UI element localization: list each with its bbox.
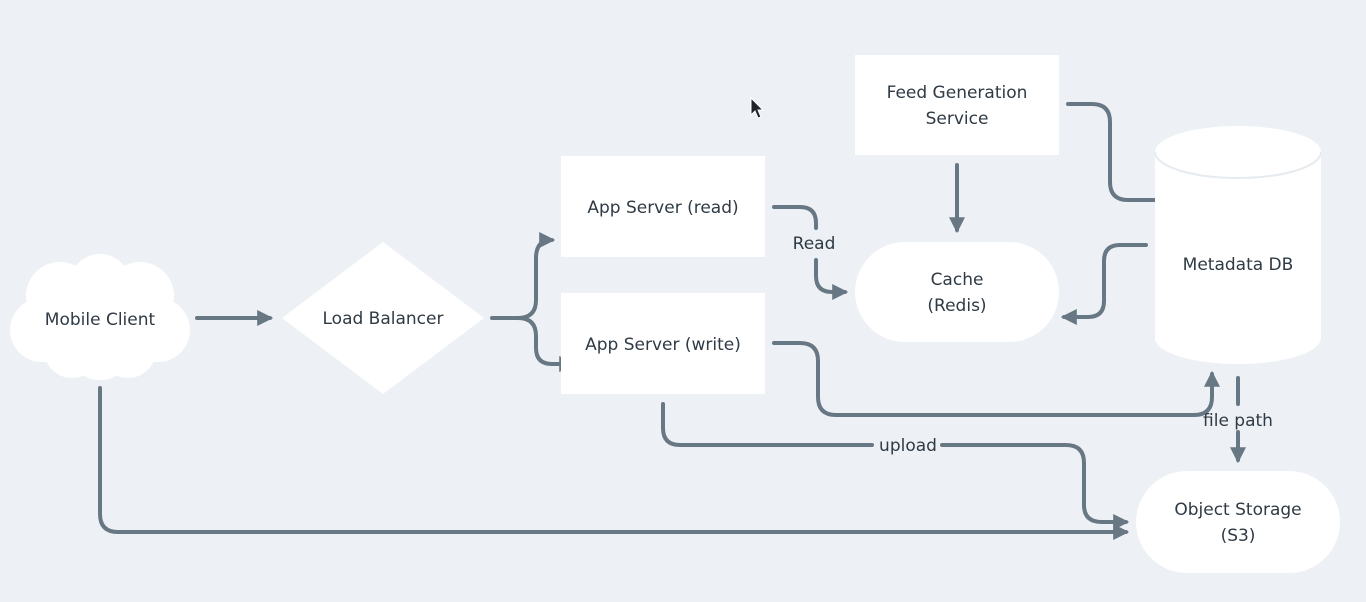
node-object-storage: Object Storage (S3): [1136, 471, 1340, 573]
edge-lb-to-app-write: [516, 316, 576, 372]
edge-app-read-to-cache: [772, 205, 818, 230]
mouse-cursor-icon: [750, 96, 765, 119]
cylinder-shape: [1155, 126, 1321, 364]
edge-app-write-to-db: [772, 341, 1220, 417]
edge-label-read: Read: [793, 234, 836, 254]
rect-shape: [855, 55, 1059, 155]
edge-client-to-storage: [98, 386, 1130, 540]
edge-label-upload: upload: [879, 436, 937, 456]
pill-shape: [1136, 471, 1340, 573]
feed-generation-label-line1: Feed Generation: [887, 83, 1028, 103]
object-storage-label-line1: Object Storage: [1174, 500, 1301, 520]
node-cache: Cache (Redis): [855, 242, 1059, 342]
cache-label-line2: (Redis): [927, 296, 986, 316]
app-server-write-label: App Server (write): [585, 335, 741, 355]
object-storage-label-line2: (S3): [1221, 526, 1256, 546]
pill-shape: [855, 242, 1059, 342]
edge-feed-to-db: [1066, 102, 1214, 208]
rect-shape: [561, 156, 765, 257]
cache-label-line1: Cache: [931, 270, 984, 290]
edge-lb-to-app-read: [490, 232, 556, 320]
cylinder-rim: [1154, 151, 1322, 179]
edge-app-write-to-storage-right: [940, 443, 1130, 530]
node-feed-generation-service: Feed Generation Service: [855, 55, 1059, 155]
metadata-db-label: Metadata DB: [1183, 255, 1294, 275]
mobile-client-label: Mobile Client: [45, 310, 156, 330]
node-mobile-client: Mobile Client: [10, 254, 190, 380]
cloud-shape: [10, 254, 190, 380]
feed-generation-label-line2: Service: [926, 109, 989, 129]
diamond-shape: [282, 242, 484, 394]
rect-shape: [561, 293, 765, 394]
load-balancer-label: Load Balancer: [323, 309, 444, 329]
app-server-read-label: App Server (read): [587, 198, 738, 218]
edges: [98, 102, 1246, 540]
node-metadata-db: Metadata DB: [1154, 126, 1322, 364]
edge-db-to-cache: [1060, 243, 1148, 325]
edge-app-read-to-cache-lower: [814, 258, 849, 300]
node-app-server-write: App Server (write): [561, 293, 765, 394]
node-app-server-read: App Server (read): [561, 156, 765, 257]
edge-label-file-path: file path: [1203, 411, 1273, 431]
edge-app-write-to-storage-left: [661, 402, 874, 447]
node-load-balancer: Load Balancer: [282, 242, 484, 394]
